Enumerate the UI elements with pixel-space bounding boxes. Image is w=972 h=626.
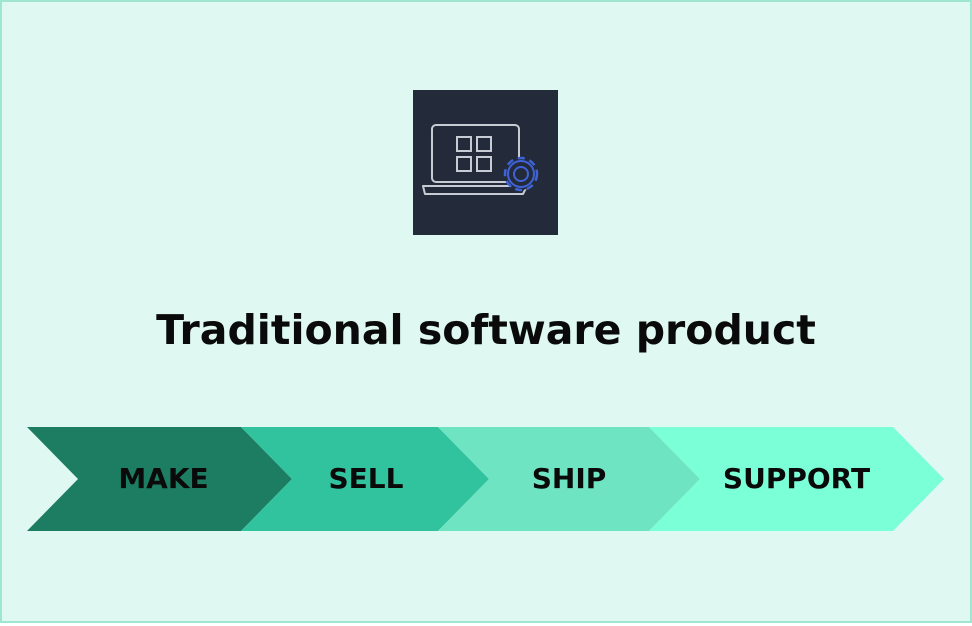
software-product-icon-tile	[413, 90, 558, 235]
step-chevron-ship	[438, 427, 700, 531]
step-label-make: MAKE	[118, 462, 209, 495]
step-label-ship: SHIP	[531, 462, 607, 495]
laptop-with-gear-icon	[422, 124, 539, 195]
step-label-sell: SELL	[328, 462, 404, 495]
step-chevron-make	[27, 427, 292, 531]
process-chevrons	[27, 427, 944, 531]
step-chevron-support	[649, 427, 944, 531]
diagram-title: Traditional software product	[156, 306, 816, 354]
step-chevron-sell	[241, 427, 489, 531]
step-label-support: SUPPORT	[722, 462, 871, 495]
gear-icon	[503, 156, 539, 192]
process-chevron-row: MAKE SELL SHIP SUPPORT	[0, 427, 972, 531]
